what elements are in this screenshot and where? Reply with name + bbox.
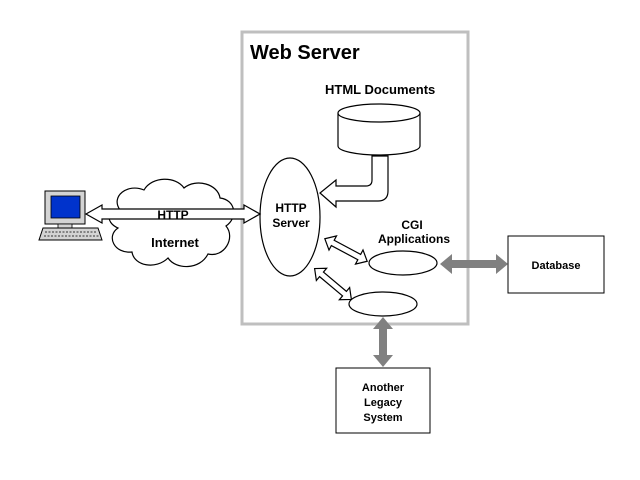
cgi-database-arrow [440,254,508,274]
cgi-label-line1: CGI [401,218,422,232]
cgi-label-line2: Applications [378,232,450,246]
http-double-arrow [84,203,262,225]
computer-icon [38,190,103,241]
internet-cloud [108,178,235,268]
web-server-title: Web Server [250,42,360,64]
html-documents-label: HTML Documents [325,82,435,97]
database-label: Database [532,260,581,272]
cgi-application-ellipse-1 [368,250,438,276]
http-label: HTTP [157,208,188,222]
server-cgi-arrow-1 [324,234,368,266]
http-server-ellipse [259,157,321,277]
internet-label: Internet [151,235,199,250]
legacy-label-line3: System [363,412,402,424]
documents-to-server-arrow [319,155,389,209]
cgi-application-ellipse-2 [348,291,418,317]
http-server-label-line2: Server [272,216,310,230]
cgi-legacy-arrow [373,317,393,367]
legacy-label-line1: Another [362,382,405,394]
http-server-label-line1: HTTP [275,201,306,215]
legacy-system-box [335,367,431,434]
server-cgi-arrow-2 [313,267,353,301]
database-box [507,235,605,294]
html-documents-cylinder [337,103,421,156]
legacy-label-line2: Legacy [364,397,403,409]
